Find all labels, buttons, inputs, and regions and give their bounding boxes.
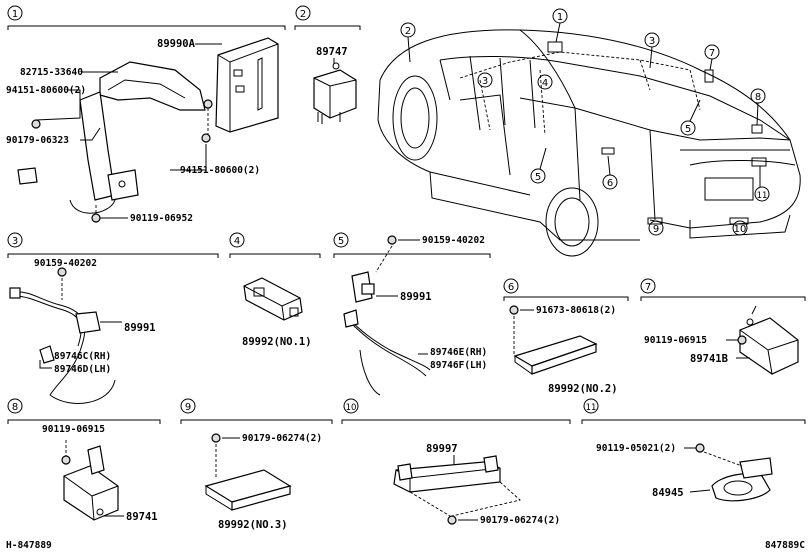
part-label: 90119-06915: [644, 335, 707, 346]
callout-number: 8: [755, 92, 761, 103]
part-label: 89992(NO.2): [548, 383, 618, 395]
callout-number: 7: [709, 48, 715, 59]
bolt-icon: [61, 455, 71, 465]
section-number: 8: [12, 402, 18, 413]
bolt-icon: [509, 305, 519, 315]
bolt-icon: [31, 119, 41, 129]
section-8: 8 90119-06915 89741: [7, 398, 161, 523]
bolt-icon: [201, 133, 211, 143]
part-label: 90119-06952: [130, 213, 193, 224]
section-10: 10 89997 90179-06274(2): [341, 398, 571, 526]
section-number: 3: [12, 236, 18, 247]
relay-illustration: [313, 62, 357, 124]
section-number: 2: [300, 9, 306, 20]
part-label: 94151-80600(2): [6, 85, 86, 96]
section-6: 6 91673-80618(2) 89992(NO.2): [503, 278, 629, 395]
section-9: 9 90179-06274(2) 89992(NO.3): [180, 398, 333, 531]
bolt-icon: [211, 433, 221, 443]
callout-number: 10: [734, 224, 747, 235]
light-illustration: [695, 443, 773, 502]
module-illustration: [61, 445, 119, 521]
callout-number: 4: [542, 78, 548, 89]
part-label: 82715-33640: [20, 67, 83, 78]
callout-number: 11: [757, 191, 768, 201]
part-label: 89990A: [157, 38, 196, 50]
part-label: 89746E(RH): [430, 347, 487, 358]
part-label: 89746F(LH): [430, 360, 487, 371]
vehicle-illustration: 1 2 3 3 4 5 5 6 7 8 9 10 11: [377, 8, 801, 257]
section-number: 4: [234, 236, 240, 247]
section-5: 5 90159-40202 89991 89746E(RH) 89746F(LH…: [333, 232, 491, 396]
callout-number: 3: [649, 36, 655, 47]
callout-number: 3: [482, 76, 488, 87]
car-callouts: 1 2 3 3 4 5 5 6 7 8 9 10 11: [400, 8, 770, 236]
diagram-code-right: 847889C: [765, 540, 805, 551]
part-label: 89741: [126, 511, 158, 523]
section-number: 9: [185, 402, 191, 413]
section-number: 7: [645, 282, 651, 293]
bolt-icon: [387, 235, 397, 245]
bracket-illustration: [17, 61, 206, 214]
ecu-module-illustration: [215, 37, 279, 133]
section-11: 11 90119-05021(2) 84945: [581, 398, 806, 502]
callout-number: 1: [557, 12, 563, 23]
part-label: 89741B: [690, 353, 728, 365]
bolt-icon: [57, 267, 67, 277]
section-number: 1: [12, 9, 18, 20]
part-label: 89746C(RH): [54, 351, 111, 362]
antenna-pad-illustration: [204, 433, 292, 511]
part-label: 90159-40202: [422, 235, 485, 246]
section-2: 2 89747: [294, 5, 361, 124]
diagram-code-left: H-847889: [6, 540, 52, 551]
part-label: 90119-05021(2): [596, 443, 676, 454]
part-label: 90119-06915: [42, 424, 105, 435]
section-number: 6: [508, 282, 514, 293]
bolt-icon: [695, 443, 705, 453]
section-3: 3 90159-40202 89991 89746C(RH) 89746D(LH…: [7, 232, 219, 404]
section-7: 7 90119-06915 89741B: [640, 278, 806, 375]
antenna-pad-illustration: [509, 305, 598, 375]
part-label: 90179-06274(2): [242, 433, 322, 444]
callout-number: 5: [535, 172, 541, 183]
part-label: 84945: [652, 487, 684, 499]
part-label: 94151-80600(2): [180, 165, 260, 176]
part-label: 90159-40202: [34, 258, 97, 269]
section-number: 10: [346, 403, 357, 413]
part-label: 89991: [124, 322, 156, 334]
callout-number: 6: [607, 178, 613, 189]
part-label: 89997: [426, 443, 458, 455]
part-label: 90179-06323: [6, 135, 69, 146]
section-number: 11: [586, 403, 597, 413]
part-label: 90179-06274(2): [480, 515, 560, 526]
bolt-icon: [203, 99, 213, 109]
part-label: 91673-80618(2): [536, 305, 616, 316]
part-label: 89747: [316, 46, 348, 58]
harness-illustration: [9, 267, 116, 404]
part-label: 89991: [400, 291, 432, 303]
section-number: 5: [338, 236, 344, 247]
bolt-icon: [91, 213, 101, 223]
harness-illustration: [343, 235, 431, 396]
section-1: 1 89990: [6, 5, 286, 224]
section-4: 4 89992(NO.1): [229, 232, 321, 348]
bolt-icon: [737, 335, 747, 345]
callout-number: 5: [685, 124, 691, 135]
part-label: 89746D(LH): [54, 364, 111, 375]
antenna-illustration: [243, 277, 303, 321]
part-label: 89992(NO.1): [242, 336, 312, 348]
bolt-icon: [447, 515, 457, 525]
callout-number: 2: [405, 26, 411, 37]
module-illustration: [737, 305, 799, 375]
part-label: 89992(NO.3): [218, 519, 288, 531]
callout-number: 9: [653, 224, 659, 235]
